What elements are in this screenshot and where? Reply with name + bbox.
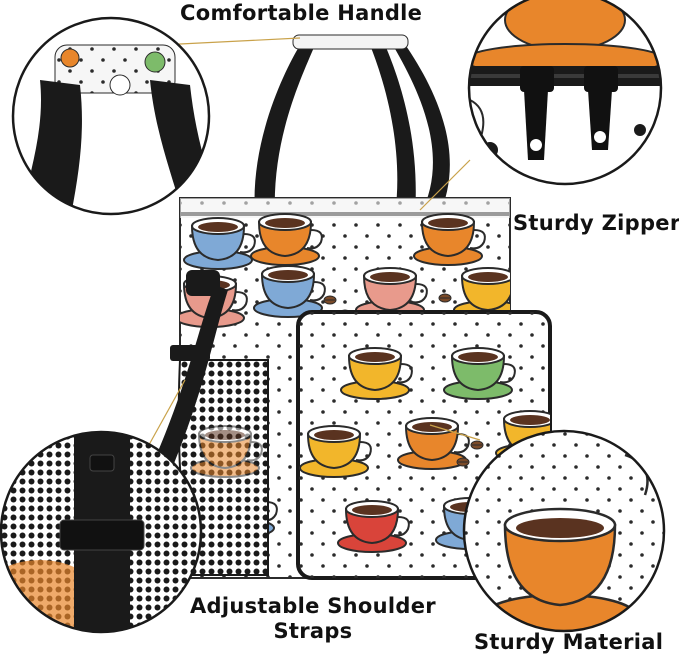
zipper-closeup: [467, 0, 663, 186]
leader-lines: [134, 37, 481, 471]
shoulder-label-line1: Adjustable Shoulder: [190, 594, 436, 618]
material-closeup: [462, 429, 666, 633]
handle-closeup: [11, 16, 211, 216]
strap-closeup: [0, 430, 203, 634]
adjustable-shoulder-straps-label: Adjustable Shoulder Straps: [190, 594, 436, 644]
shoulder-label-line2: Straps: [273, 619, 353, 643]
sturdy-zipper-label: Sturdy Zipper: [513, 211, 679, 235]
comfortable-handle-label: Comfortable Handle: [180, 1, 423, 25]
sturdy-material-label: Sturdy Material: [474, 630, 664, 654]
